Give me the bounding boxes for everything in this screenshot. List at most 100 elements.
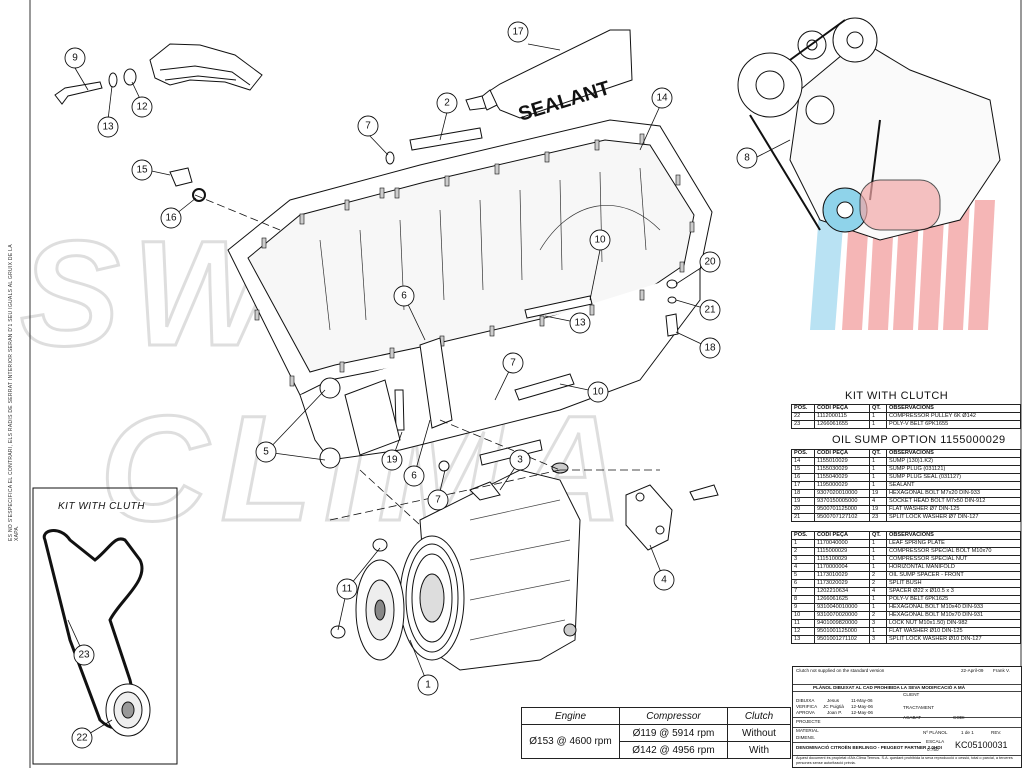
verified-by: JC Puigtià bbox=[823, 704, 844, 709]
label-acabat: ACABAT bbox=[903, 715, 922, 720]
table-header: POS. CODI PEÇA QT. OBSERVACIONS bbox=[791, 449, 1021, 458]
svg-text:2: 2 bbox=[444, 98, 450, 109]
callout-8: 8 bbox=[736, 147, 758, 169]
svg-text:11: 11 bbox=[342, 584, 353, 595]
side-note: ES NO S'ESPECIFICA EL CONTRARI, ELS RADI… bbox=[8, 244, 20, 541]
svg-text:19: 19 bbox=[386, 455, 398, 466]
mod-author: Frank V. bbox=[993, 668, 1010, 673]
scale-value: 0.750 bbox=[927, 747, 939, 752]
callout-10b: 10 bbox=[587, 381, 609, 403]
verified-date: 12-May-06 bbox=[851, 704, 873, 709]
svg-text:20: 20 bbox=[704, 257, 716, 268]
speed-spec-table: Engine Compressor Clutch Ø153 @ 4600 rpm… bbox=[521, 707, 791, 759]
svg-text:17: 17 bbox=[512, 27, 524, 38]
svg-text:16: 16 bbox=[165, 213, 177, 224]
label-plano: Nº PLÀNOL bbox=[923, 730, 948, 735]
svg-text:22: 22 bbox=[76, 733, 88, 744]
horizontal-manifold bbox=[625, 484, 719, 551]
callout-13b: 13 bbox=[569, 312, 591, 334]
callout-17: 17 bbox=[507, 21, 529, 43]
drawing-code: KC05100031 bbox=[955, 740, 1008, 750]
table-header: POS. CODI PEÇA QT. OBSERVACIONS bbox=[791, 531, 1021, 540]
label-dibuixa: DIBUIXA bbox=[796, 698, 815, 703]
callout-14: 14 bbox=[651, 87, 673, 109]
callout-5: 5 bbox=[255, 441, 277, 463]
mod-note: Clutch not supplied on the standard vers… bbox=[796, 668, 885, 673]
callout-1: 1 bbox=[417, 674, 439, 696]
drawn-date: 11-May-06 bbox=[851, 698, 873, 703]
callout-9: 9 bbox=[64, 47, 86, 69]
callout-3: 3 bbox=[509, 449, 531, 471]
label-material: MATERIAL bbox=[796, 728, 819, 733]
label-codi: CODI bbox=[953, 715, 965, 720]
callout-6b: 6 bbox=[403, 465, 425, 487]
kit-cluth-box bbox=[32, 487, 178, 765]
svg-text:14: 14 bbox=[656, 93, 668, 104]
cad-notice: PLÀNOL DIBUIXAT AL CAD PROHIBIDA LA SEVA… bbox=[813, 685, 966, 690]
sealant-tube: SEALANT bbox=[465, 29, 633, 126]
label-projecte: PROJECTE bbox=[796, 719, 821, 724]
engine-belt-diagram bbox=[737, 17, 1001, 241]
svg-text:5: 5 bbox=[263, 447, 269, 458]
label-client: CLIENT bbox=[903, 692, 920, 697]
label-rev: REV. bbox=[991, 730, 1002, 735]
callout-4: 4 bbox=[653, 569, 675, 591]
svg-text:9: 9 bbox=[72, 53, 78, 64]
label-aprova: APROVA bbox=[796, 710, 815, 715]
callout-7c: 7 bbox=[427, 489, 449, 511]
mod-date: 22-April-09 bbox=[961, 668, 984, 673]
table-row: Ø142 @ 4956 rpm With bbox=[522, 741, 791, 759]
callouts: 1 2 3 4 5 6 6 7 7 7 8 9 10 10 11 12 13 1… bbox=[64, 21, 758, 749]
svg-text:10: 10 bbox=[594, 235, 606, 246]
approved-by: Joan P. bbox=[827, 710, 842, 715]
oil-sump-title: OIL SUMP OPTION 1155000029 bbox=[832, 434, 1006, 446]
svg-text:13: 13 bbox=[102, 122, 114, 133]
approved-date: 12-May-06 bbox=[851, 710, 873, 715]
table-header: POS. CODI PEÇA QT. OBSERVACIONS bbox=[791, 404, 1021, 413]
drawn-by: Jesus bbox=[827, 698, 840, 703]
callout-7b: 7 bbox=[502, 352, 524, 374]
svg-text:13: 13 bbox=[574, 318, 586, 329]
callout-18: 18 bbox=[699, 337, 721, 359]
hardware-parts bbox=[169, 127, 679, 639]
callout-11: 11 bbox=[336, 578, 358, 600]
sheet-number: 1 de 1 bbox=[961, 730, 974, 735]
svg-text:7: 7 bbox=[435, 495, 441, 506]
ownership-footer: Aquest document és propietat d'Air-Clima… bbox=[796, 756, 1013, 765]
bracket-assembly bbox=[54, 43, 263, 105]
callout-7a: 7 bbox=[357, 115, 379, 137]
callout-12: 12 bbox=[131, 96, 153, 118]
svg-text:6: 6 bbox=[411, 471, 417, 482]
kit-cluth-title: KIT WITH CLUTH bbox=[58, 501, 145, 512]
callout-19: 19 bbox=[381, 449, 403, 471]
svg-text:15: 15 bbox=[136, 165, 148, 176]
callout-21: 21 bbox=[699, 299, 721, 321]
callout-6a: 6 bbox=[393, 285, 415, 307]
table-row: Ø153 @ 4600 rpm Ø119 @ 5914 rpm Without bbox=[521, 724, 791, 759]
label-dimens: DIMENS. bbox=[796, 735, 816, 740]
svg-text:10: 10 bbox=[592, 387, 604, 398]
svg-text:8: 8 bbox=[744, 153, 750, 164]
svg-text:3: 3 bbox=[517, 455, 523, 466]
denominacio: DENOMINACIÓ CITROËN BERLINGO - PEUGEOT P… bbox=[796, 745, 942, 750]
svg-text:7: 7 bbox=[510, 358, 516, 369]
